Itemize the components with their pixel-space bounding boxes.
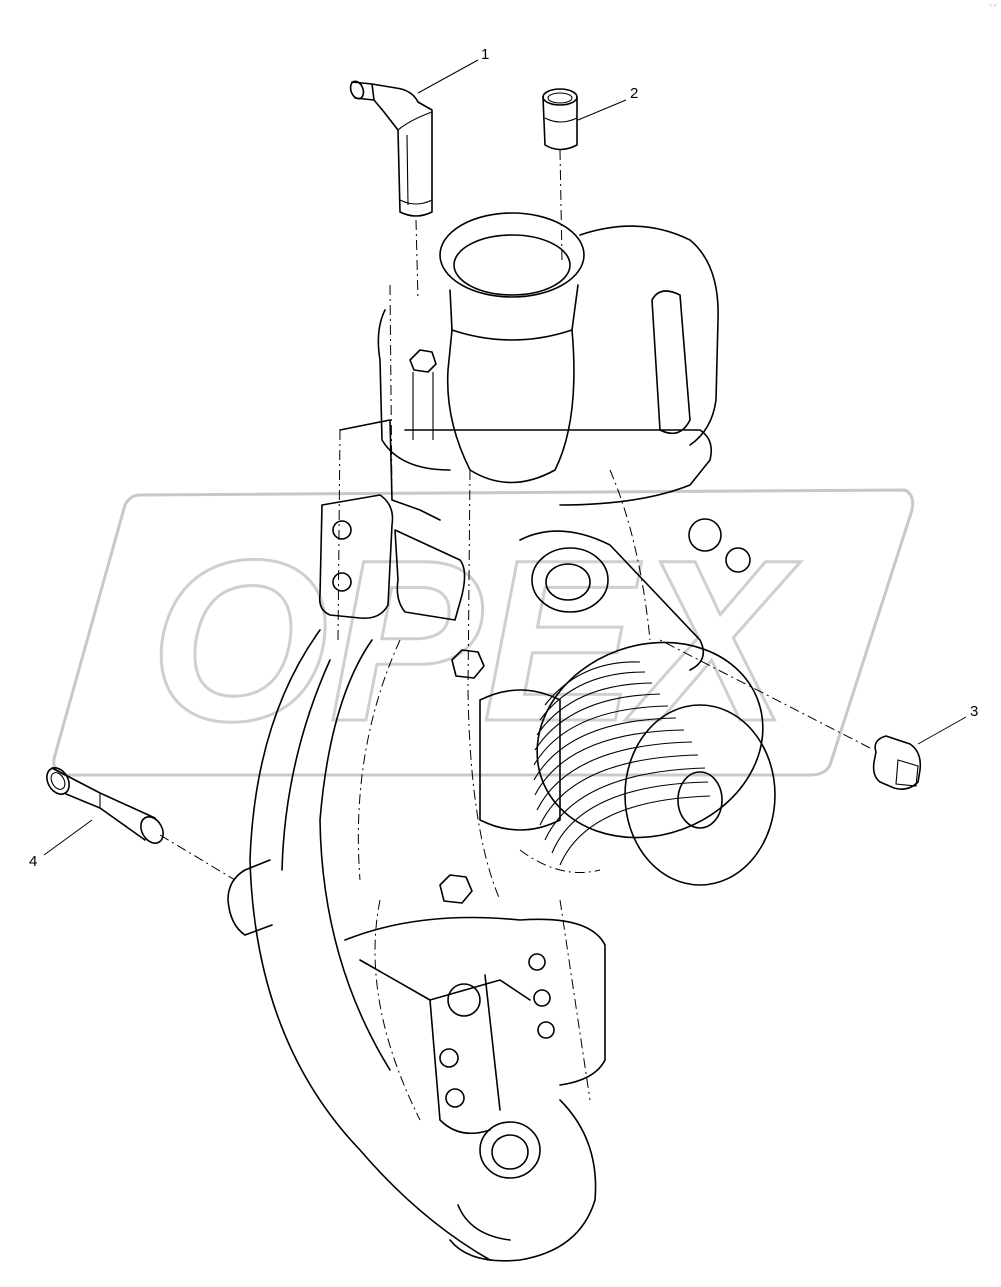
callout-2: 2 xyxy=(630,85,638,102)
water-pump-assembly xyxy=(227,212,776,1262)
callout-leaders xyxy=(43,59,967,856)
part-2-sleeve xyxy=(542,88,578,151)
callout-1: 1 xyxy=(481,46,489,63)
part-3-plug xyxy=(872,735,922,790)
watermark-text: ОРЕХ xyxy=(150,512,801,769)
callout-4: 4 xyxy=(29,853,37,870)
callout-3: 3 xyxy=(970,703,978,720)
assembly-lines xyxy=(159,149,871,881)
corner-mark: ◦◦ xyxy=(988,2,997,10)
pulley xyxy=(533,641,776,886)
watermark: ОРЕХ xyxy=(52,488,915,777)
hidden-lines xyxy=(337,284,651,1121)
callout-labels: 1 2 3 4 xyxy=(29,46,978,870)
part-4-tube xyxy=(46,767,164,844)
part-1-elbow-fitting xyxy=(349,80,433,217)
